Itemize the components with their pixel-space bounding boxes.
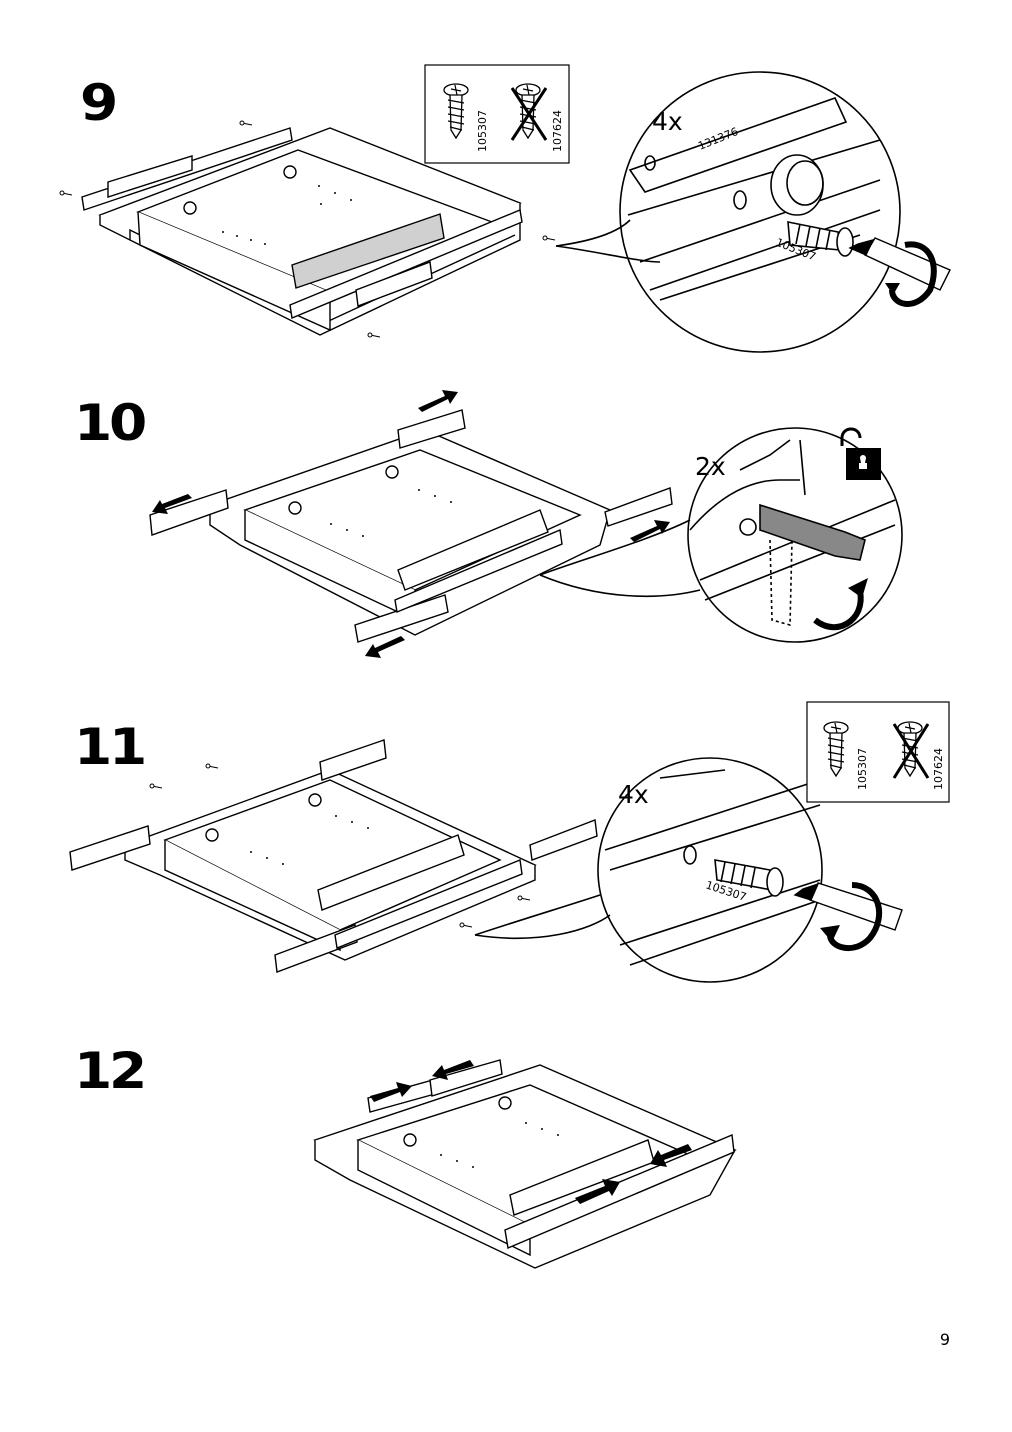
rotate-arrow-icon xyxy=(885,241,937,307)
unlock-icon xyxy=(840,427,881,480)
step-number-9: 9 xyxy=(80,74,118,132)
step9-part-use: 105307 xyxy=(476,110,489,152)
step10-quantity: 2x xyxy=(695,452,726,481)
direction-arrow-icon xyxy=(370,1060,692,1204)
direction-arrow-icon xyxy=(152,390,670,658)
step11-parts-box xyxy=(806,701,950,803)
step11-quantity: 4x xyxy=(618,780,649,809)
step12-drawer-drawing xyxy=(313,1059,737,1269)
step-number-11: 11 xyxy=(74,718,147,776)
step11-detail-circle xyxy=(474,757,823,983)
step9-drawer-drawing xyxy=(81,127,523,336)
step9-detail-circle xyxy=(555,71,901,353)
screwdriver-icon xyxy=(793,882,903,931)
step9-parts-box xyxy=(424,64,570,164)
rotate-arrow-icon xyxy=(820,882,882,951)
screwdriver-icon xyxy=(848,237,951,291)
step-number-12: 12 xyxy=(74,1042,147,1100)
step9-quantity: 4x xyxy=(652,107,683,136)
page-number: 9 xyxy=(939,1330,950,1349)
step11-drawer-drawing xyxy=(69,739,598,973)
step10-detail-circle xyxy=(539,427,903,643)
step10-drawer-drawing xyxy=(149,409,673,643)
step9-part-do-not-use: 107624 xyxy=(551,110,564,152)
step11-part-do-not-use: 107624 xyxy=(932,748,945,790)
step-number-10: 10 xyxy=(74,394,147,452)
step11-part-use: 105307 xyxy=(856,748,869,790)
rotate-arrow-icon xyxy=(813,578,868,631)
